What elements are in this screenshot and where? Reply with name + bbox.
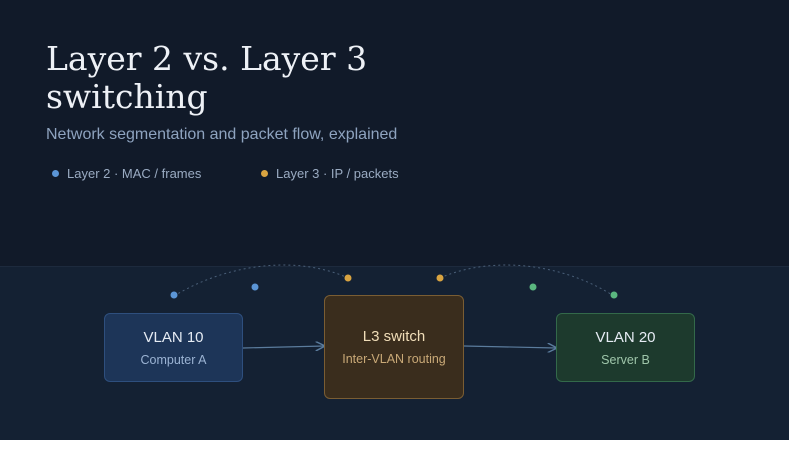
page-subtitle: Network segmentation and packet flow, ex… bbox=[46, 126, 398, 143]
legend-item-layer3: Layer 3 · IP / packets bbox=[261, 166, 399, 181]
hero-panel: Layer 2 vs. Layer 3 switching Network se… bbox=[0, 0, 789, 440]
node-vlan20: VLAN 20 Server B bbox=[556, 313, 695, 382]
legend-dot-layer2 bbox=[52, 170, 59, 177]
packet-dot-l3-b bbox=[436, 274, 444, 282]
node-vlan20-title: VLAN 20 bbox=[595, 328, 656, 346]
legend-item-layer2: Layer 2 · MAC / frames bbox=[52, 166, 201, 181]
path-arc-right bbox=[439, 264, 615, 297]
packet-dot-vlan20-a bbox=[529, 283, 537, 291]
node-vlan20-subtitle: Server B bbox=[601, 352, 650, 367]
packet-dot-l3-a bbox=[344, 274, 352, 282]
node-l3-switch: L3 switch Inter-VLAN routing bbox=[324, 295, 464, 399]
legend-label-layer2: Layer 2 · MAC / frames bbox=[67, 166, 202, 181]
page-title: Layer 2 vs. Layer 3 switching bbox=[46, 39, 368, 116]
node-vlan10-subtitle: Computer A bbox=[140, 352, 207, 367]
connector-l3-vlan20 bbox=[463, 346, 556, 348]
connector-vlan10-l3 bbox=[242, 346, 324, 348]
node-l3-switch-subtitle: Inter-VLAN routing bbox=[342, 352, 446, 366]
packet-dot-vlan20-b bbox=[610, 291, 618, 299]
path-arc-left bbox=[173, 264, 349, 297]
legend-label-layer3: Layer 3 · IP / packets bbox=[276, 166, 399, 181]
flow-diagram bbox=[170, 264, 618, 440]
packet-dot-l2-a bbox=[170, 291, 178, 299]
legend-dot-layer3 bbox=[261, 170, 268, 177]
packet-dot-l2-b bbox=[251, 283, 259, 291]
node-l3-switch-title: L3 switch bbox=[362, 328, 426, 345]
node-vlan10: VLAN 10 Computer A bbox=[104, 313, 243, 382]
node-vlan10-title: VLAN 10 bbox=[143, 328, 204, 346]
